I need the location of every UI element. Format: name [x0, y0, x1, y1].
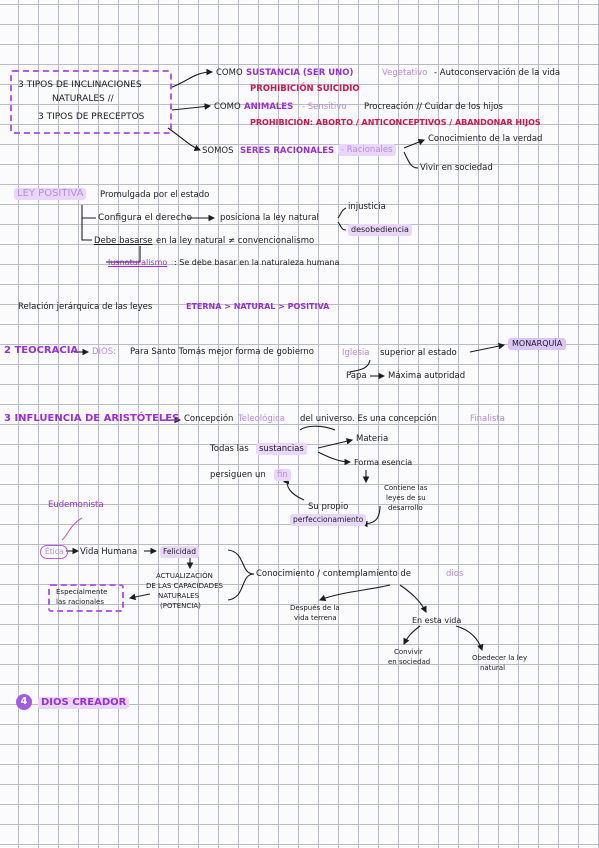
branch2-como: COMO: [214, 102, 241, 112]
dios-creador-title: DIOS CREADOR: [38, 697, 130, 709]
branch3-racionales: - Racionales: [338, 144, 396, 156]
box-line-3: 3 TIPOS DE PRECEPTOS: [38, 112, 145, 122]
section-4-badge: 4: [16, 694, 32, 710]
branch3-seres: SERES RACIONALES: [240, 146, 335, 156]
aristoteles-concepcion: Concepción: [184, 414, 234, 424]
branch1-vegetativo: Vegetativo: [382, 68, 428, 78]
box-line-2: NATURALES //: [52, 94, 114, 104]
aristoteles-propio-2: perfeccionamiento: [290, 514, 367, 526]
aristoteles-forma: Forma esencia: [354, 458, 413, 467]
aristoteles-despues-1: Después de la: [290, 604, 340, 612]
teocracia-dios: DIOS:: [92, 347, 117, 357]
aristoteles-conocimiento: Conocimiento / contemplamiento de: [256, 569, 412, 579]
aristoteles-teleologica: Teleológica: [238, 414, 285, 424]
aristoteles-materia: Materia: [356, 434, 389, 444]
ley-injusticia: injusticia: [348, 202, 386, 212]
branch3-somos: SOMOS: [202, 146, 234, 156]
aristoteles-act-2: DE LAS CAPACIDADES: [146, 582, 223, 590]
aristoteles-act-3: NATURALES: [158, 592, 200, 600]
branch2-animales: ANIMALES: [244, 102, 294, 112]
box-line-1: 3 TIPOS DE INCLINACIONES: [18, 80, 142, 90]
aristoteles-vida: Vida Humana: [80, 547, 138, 557]
teocracia-maxima: Máxima autoridad: [388, 371, 466, 381]
ley-iusnaturalismo: Iusnaturalismo: [108, 258, 168, 267]
branch1-sustancia: SUSTANCIA (SER UNO): [246, 68, 354, 78]
aristoteles-contiene-2: leyes de su: [386, 494, 426, 502]
ley-promulgada: Promulgada por el estado: [100, 190, 210, 200]
branch2-sensitivo: - Sensitivo: [302, 102, 347, 112]
aristoteles-contiene-3: desarrollo: [388, 504, 423, 512]
aristoteles-obedecer-2: natural: [480, 664, 506, 672]
ley-debe-rest: en la ley natural ≠ convencionalismo: [156, 236, 315, 246]
aristoteles-title: 3 INFLUENCIA DE ARISTÓTELES: [4, 413, 180, 424]
teocracia-monarquia: MONARQUÍA: [508, 338, 567, 350]
aristoteles-act-1: ACTUALIZACIÓN: [156, 572, 213, 580]
aristoteles-del-universo: del universo. Es una concepción: [300, 414, 437, 424]
relacion-order: ETERNA > NATURAL > POSITIVA: [186, 302, 330, 311]
aristoteles-propio-1: Su propio: [308, 502, 349, 512]
aristoteles-esp-2: las racionales: [56, 598, 104, 606]
ley-title: LEY POSITIVA: [14, 188, 87, 200]
aristoteles-act-4: (POTENCIA): [160, 602, 201, 610]
branch1-rest: - Autoconservación de la vida: [434, 68, 561, 78]
ley-posiciona: posiciona la ley natural: [220, 213, 319, 223]
aristoteles-obedecer-1: Obedecer la ley: [472, 654, 528, 662]
branch3-sociedad: Vivir en sociedad: [420, 163, 493, 173]
especialmente-box: [48, 584, 124, 612]
aristoteles-en-esta: En esta vida: [412, 616, 462, 625]
teocracia-superior: superior al estado: [380, 348, 457, 358]
aristoteles-dios: dios: [446, 569, 464, 579]
aristoteles-persiguen: persiguen un: [210, 470, 266, 480]
aristoteles-todas: Todas las: [210, 444, 249, 454]
aristoteles-despues-2: vida terrena: [294, 614, 337, 622]
teocracia-text: Para Santo Tomás mejor forma de gobierno: [130, 347, 314, 357]
aristoteles-convivir-2: en sociedad: [388, 658, 431, 666]
ley-desobediencia: desobediencia: [348, 224, 412, 236]
ley-ius-rest: : Se debe basar en la naturaleza humana: [174, 258, 340, 267]
aristoteles-convivir-1: Convivir: [394, 648, 423, 656]
inclinaciones-box: [10, 70, 172, 134]
ley-debe-basarse: Debe basarse: [94, 236, 153, 246]
branch2-prohibicion: PROHIBICIÓN: ABORTO / ANTICONCEPTIVOS / …: [250, 118, 541, 127]
aristoteles-etica: Ética: [40, 545, 69, 559]
ley-configura: Configura el derecho: [98, 213, 193, 223]
aristoteles-fin: fin: [274, 469, 291, 481]
branch2-rest: Procreación // Cuidar de los hijos: [364, 102, 503, 112]
aristoteles-finalista: Finalista: [470, 414, 505, 424]
aristoteles-felicidad: Felicidad: [160, 546, 200, 558]
aristoteles-eudemonista: Eudemonista: [48, 500, 104, 510]
relacion-text: Relación jerárquica de las leyes: [18, 302, 153, 312]
branch3-verdad: Conocimiento de la verdad: [428, 134, 543, 144]
aristoteles-esp-1: Especialmente: [56, 588, 108, 596]
branch1-como: COMO: [216, 68, 243, 78]
aristoteles-sustancias: sustancias: [256, 443, 307, 455]
teocracia-iglesia: Iglesia: [342, 348, 370, 358]
branch1-prohibicion: PROHIBICIÓN SUICIDIO: [250, 84, 360, 94]
teocracia-title: 2 TEOCRACIA: [4, 345, 79, 356]
aristoteles-contiene-1: Contiene las: [384, 484, 428, 492]
teocracia-papa: Papa: [346, 371, 367, 381]
